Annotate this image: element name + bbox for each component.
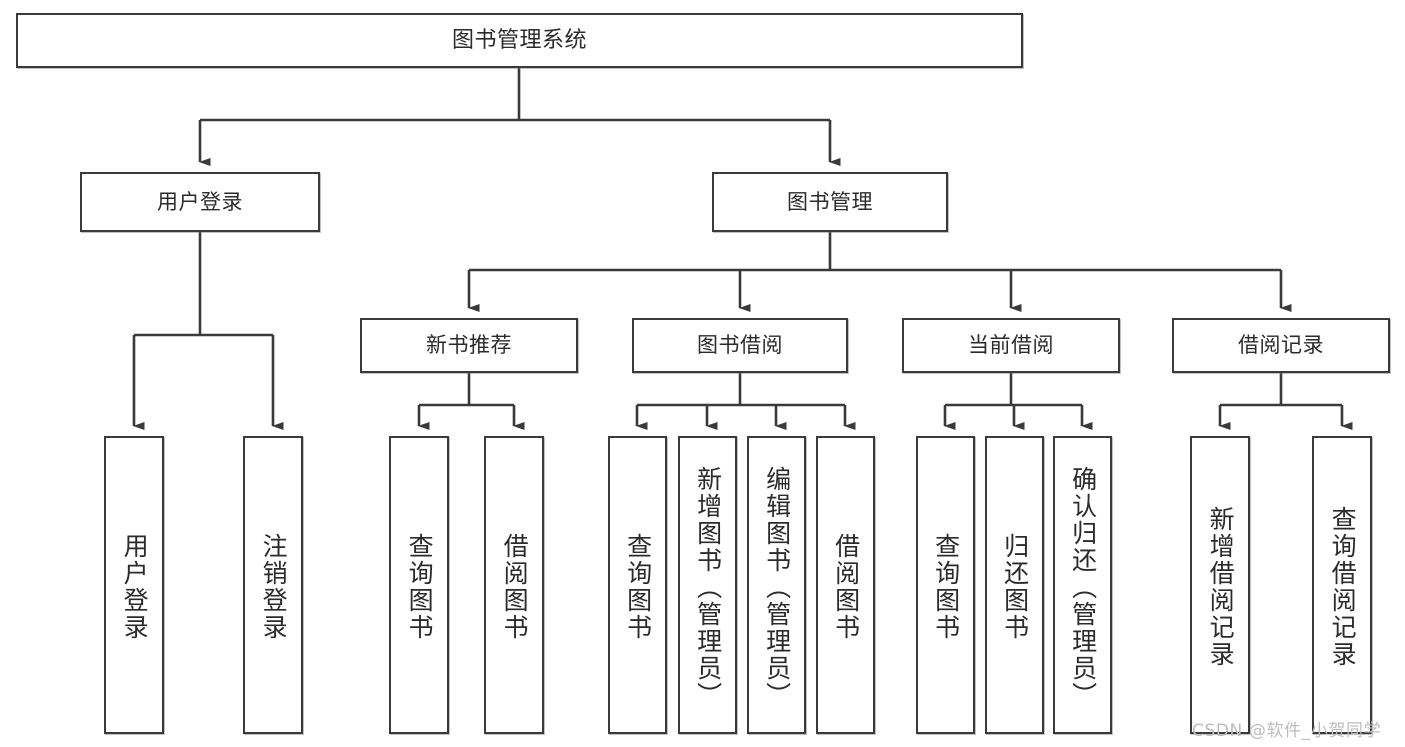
node-label: 图书管理 [787,189,873,214]
node-label: 查询图书 [623,533,653,641]
node-leaf-query-record[interactable]: 查询借阅记录 [1312,436,1372,734]
node-leaf-user-login[interactable]: 用户登录 [104,436,164,734]
node-label: 查询图书 [405,533,435,641]
node-leaf-return-book[interactable]: 归还图书 [985,436,1044,734]
node-leaf-query-book-1[interactable]: 查询图书 [389,436,449,734]
node-label: 用户登录 [120,533,150,641]
node-label: 新增借阅记录 [1206,506,1236,668]
node-leaf-confirm-return[interactable]: 确认归还（管理员） [1053,436,1112,734]
node-label: 图书借阅 [697,333,783,358]
node-leaf-logout[interactable]: 注销登录 [243,436,303,734]
node-book-borrow[interactable]: 图书借阅 [632,318,848,373]
node-label: 用户登录 [157,189,243,214]
node-label: 当前借阅 [968,333,1054,358]
node-book-manage[interactable]: 图书管理 [712,172,948,232]
node-label: 图书管理系统 [451,27,587,53]
node-label: 借阅图书 [831,533,861,641]
node-leaf-borrow-book-2[interactable]: 借阅图书 [816,436,875,734]
node-current-borrow[interactable]: 当前借阅 [902,318,1120,373]
node-label: 新增图书（管理员） [693,465,723,709]
node-label: 借阅图书 [500,533,530,641]
node-label: 查询图书 [931,533,961,641]
node-label: 查询借阅记录 [1328,506,1358,668]
node-label: 借阅记录 [1238,333,1324,358]
node-leaf-borrow-book-1[interactable]: 借阅图书 [484,436,544,734]
csdn-watermark: CSDN @软件_小贺同学 [1192,721,1382,741]
node-label: 编辑图书（管理员） [762,465,792,709]
node-label: 归还图书 [1000,533,1030,641]
node-leaf-query-book-3[interactable]: 查询图书 [916,436,975,734]
node-leaf-add-book[interactable]: 新增图书（管理员） [678,436,737,734]
node-leaf-edit-book[interactable]: 编辑图书（管理员） [747,436,806,734]
node-label: 注销登录 [259,533,289,641]
node-label: 确认归还（管理员） [1068,465,1098,709]
node-label: 新书推荐 [426,333,512,358]
node-system-root[interactable]: 图书管理系统 [16,13,1023,68]
node-leaf-query-book-2[interactable]: 查询图书 [608,436,667,734]
node-user-login[interactable]: 用户登录 [80,172,320,232]
node-borrow-record[interactable]: 借阅记录 [1172,318,1390,373]
node-new-book-recommend[interactable]: 新书推荐 [360,318,578,373]
node-leaf-add-record[interactable]: 新增借阅记录 [1190,436,1250,734]
